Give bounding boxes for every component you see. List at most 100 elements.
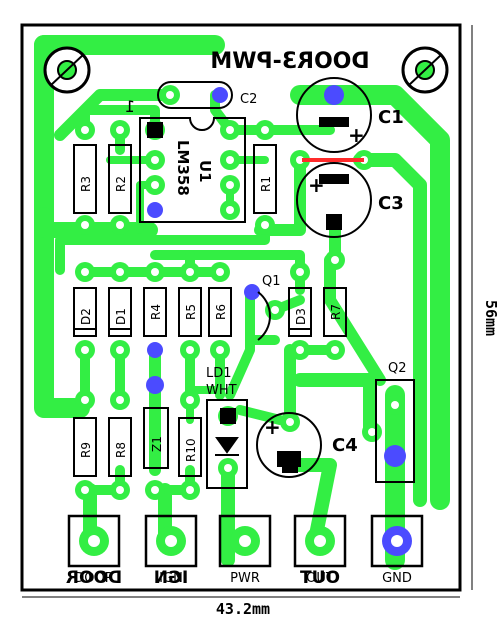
pad-hole: [186, 396, 194, 404]
via: [212, 87, 228, 103]
d3-body: [288, 287, 312, 337]
pad-hole: [261, 221, 269, 229]
square-pad: [326, 214, 342, 230]
z1-label: Z1: [150, 436, 164, 452]
r2-body: [108, 144, 132, 214]
pad-hole: [166, 91, 174, 99]
pad-hole: [216, 346, 224, 354]
pad-hole: [116, 396, 124, 404]
q1-label: Q1: [262, 274, 281, 289]
pad-hole: [331, 256, 339, 264]
connector-label-pwr: PWR: [230, 571, 260, 586]
square-pad: [220, 408, 236, 424]
pad-hole: [226, 206, 234, 214]
r3-label: R3: [79, 176, 93, 192]
d1-label: D1: [114, 308, 128, 325]
pad-hole: [81, 346, 89, 354]
pad-hole: [81, 396, 89, 404]
q2-body: [375, 379, 415, 483]
r10-label: R10: [184, 438, 198, 462]
connector-label-gnd: GND: [382, 571, 412, 586]
u1-body: [139, 117, 246, 223]
d3-label: D3: [294, 308, 308, 325]
r6-body: [208, 287, 232, 337]
r8-label: R8: [114, 442, 128, 458]
c2-body: [157, 81, 233, 109]
connector-pwr-body: [218, 514, 272, 568]
d2-label: D2: [79, 308, 93, 325]
pad-hole: [186, 486, 194, 494]
pad-hole: [286, 418, 294, 426]
pad-hole: [116, 221, 124, 229]
pad-hole: [368, 428, 376, 436]
mounting-hole-left: [43, 46, 91, 94]
c1-stripe: [319, 117, 349, 127]
z1-body: [143, 407, 169, 469]
u1-ref: U1: [196, 160, 214, 183]
r9-body: [73, 417, 97, 477]
via: [146, 376, 164, 394]
pad-hole: [261, 126, 269, 134]
c3-body: [296, 162, 372, 238]
r4-label: R4: [149, 304, 163, 320]
d2-body: [73, 287, 97, 337]
pad-hole: [151, 486, 159, 494]
pad-hole: [116, 346, 124, 354]
c3-plus: +: [308, 173, 325, 197]
c4-label: C4: [332, 435, 358, 456]
pad-hole: [226, 126, 234, 134]
r7-label: R7: [329, 304, 343, 320]
pad-hole: [391, 401, 399, 409]
pad-hole: [116, 126, 124, 134]
connector-label-out: OUT: [306, 571, 334, 586]
labels: DOOR3-PWM 1 C2 C1 + C3 + C4 + U1 LM358 R…: [66, 49, 500, 618]
r2-label: R2: [114, 176, 128, 192]
board-width-label: 43.2mm: [216, 600, 270, 618]
d1-body: [108, 287, 132, 337]
via: [384, 445, 406, 467]
pin1-marker: 1: [125, 97, 135, 116]
pad-hole: [296, 346, 304, 354]
pad-hole: [226, 181, 234, 189]
pad-hole: [81, 268, 89, 276]
connector-gnd-body: [370, 514, 424, 568]
q1-body: [257, 291, 271, 341]
pad-hole: [151, 268, 159, 276]
u1-part: LM358: [174, 140, 192, 196]
pad-hole: [151, 181, 159, 189]
connector-pads: [79, 526, 412, 556]
ld1-ref: LD1: [206, 366, 232, 381]
connector-copper-label: IGN: [154, 568, 189, 588]
board-height-label: 56mm: [482, 300, 500, 336]
board-title: DOOR3-PWM: [210, 49, 369, 74]
c2-label: C2: [240, 92, 257, 107]
r8-body: [108, 417, 132, 477]
pad-hole: [226, 156, 234, 164]
connector-label-ign: IGN: [159, 571, 183, 586]
pad-hole: [331, 346, 339, 354]
r4-body: [143, 287, 167, 337]
c4-body: [256, 412, 322, 478]
board-outline: [20, 23, 462, 592]
via: [147, 342, 163, 358]
via: [244, 284, 260, 300]
ld1-color: WHT: [206, 383, 237, 398]
connector-door-body: [67, 514, 121, 568]
c3-stripe: [319, 174, 349, 184]
pad-hole: [296, 268, 304, 276]
pad-hole: [224, 464, 232, 472]
r7-body: [323, 287, 347, 337]
connector-label-door: DOOR: [74, 571, 114, 586]
silkscreen-layer: [22, 25, 473, 598]
c1-plus: +: [348, 123, 365, 147]
c3-label: C3: [378, 193, 404, 214]
pad-hole: [81, 126, 89, 134]
r1-body: [253, 144, 277, 214]
r1-label: R1: [259, 176, 273, 192]
c4-plus: +: [264, 415, 281, 439]
via-group: [146, 85, 406, 467]
ld1-body: [206, 399, 248, 489]
connector-out-body: [293, 514, 347, 568]
